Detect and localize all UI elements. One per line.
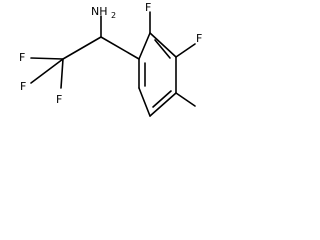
ring-bond-1 — [138, 32, 151, 60]
amine-symbol: NH — [91, 5, 108, 18]
bond-cf3-chiral — [62, 36, 102, 60]
amine-subscript: 2 — [111, 11, 116, 20]
bond-cf3-f-left — [30, 57, 64, 60]
fluorine-lower-left-label: F — [20, 80, 26, 93]
molecule-diagram: NH 2 F F F F F — [19, 1, 202, 117]
bond-ring-methyl — [175, 92, 196, 107]
bond-ring-f-right — [175, 43, 196, 58]
ring-bond-2 — [149, 32, 177, 58]
bond-cf3-f-bottom — [60, 58, 64, 89]
fluorine-left-label: F — [19, 51, 25, 64]
ring-bond-4 — [149, 92, 177, 117]
bond-cf3-f-lower-left — [30, 58, 64, 84]
atom-labels: NH 2 F F F F F — [19, 1, 202, 106]
amine-label: NH 2 — [91, 5, 116, 20]
fluorine-bottom-label: F — [56, 93, 62, 106]
ring-bond-5 — [138, 87, 151, 117]
ring-double-inner-2 — [152, 90, 172, 108]
bond-chiral-ipso — [100, 36, 140, 60]
ring-double-inner-1 — [154, 39, 171, 59]
fluorine-ring-right-label: F — [196, 32, 202, 45]
fluorine-ring-top-label: F — [145, 1, 151, 14]
bond-layer — [30, 11, 196, 117]
